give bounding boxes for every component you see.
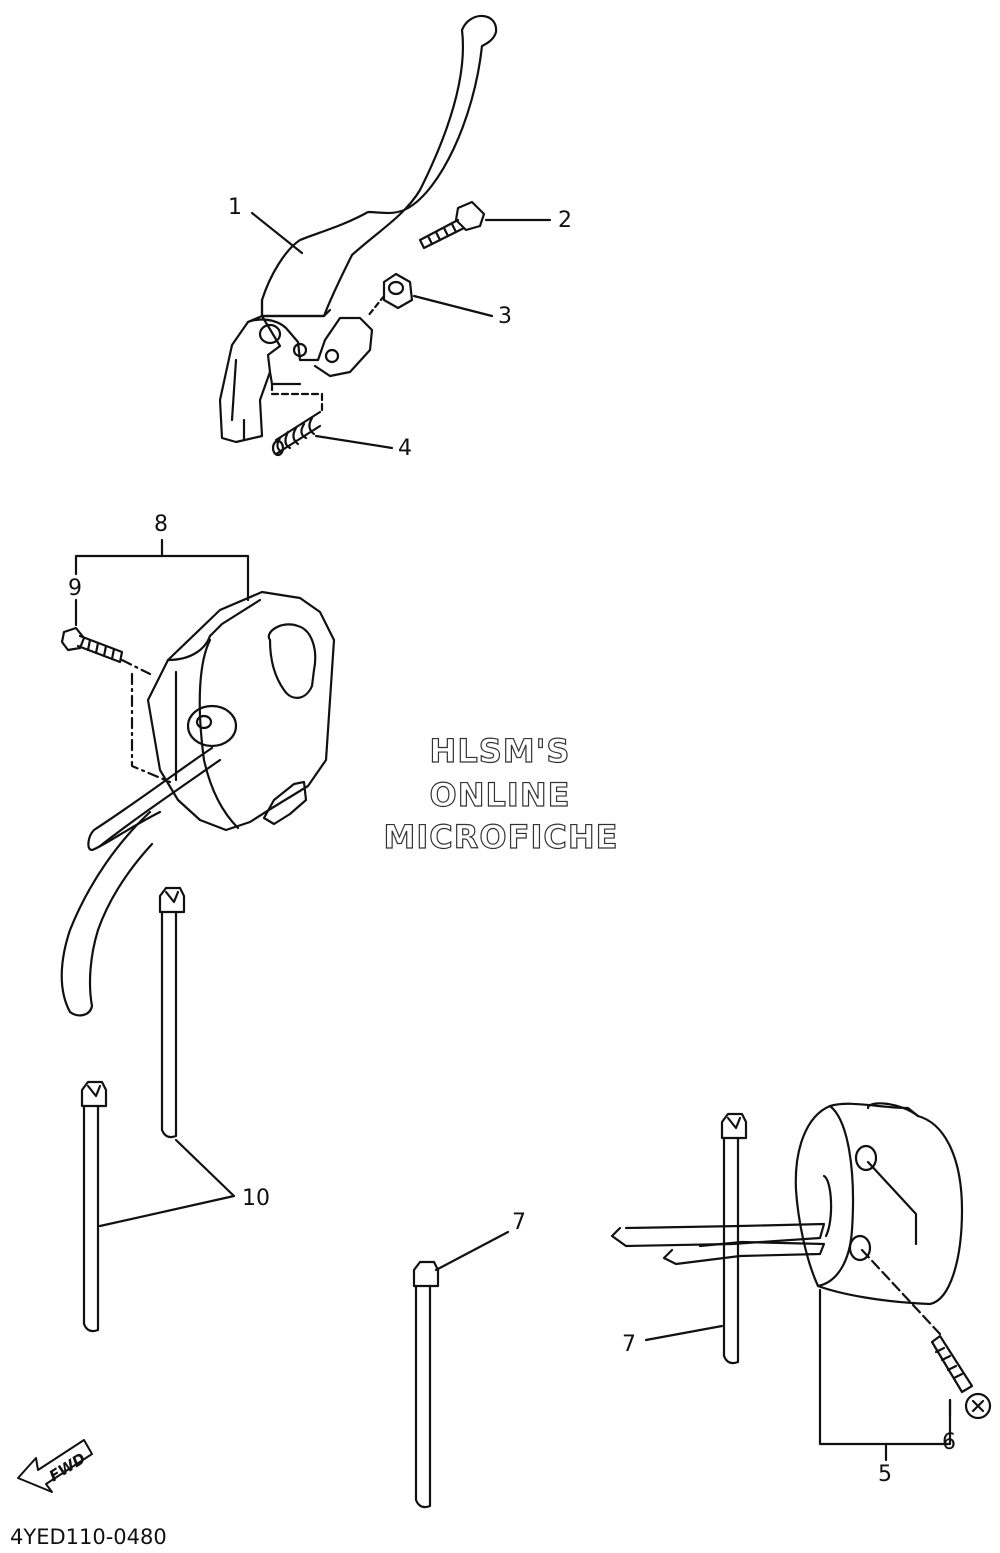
pivot-bolt — [418, 200, 486, 250]
cable-tie-10-lower — [80, 1080, 108, 1333]
watermark-line-2: ONLINE — [429, 775, 571, 814]
callout-10: 10 — [242, 1186, 270, 1211]
callout-8: 8 — [154, 512, 168, 537]
leader-line — [270, 382, 324, 412]
clutch-lever — [218, 14, 498, 444]
leader-line — [644, 1324, 724, 1342]
switch-screw — [60, 626, 124, 664]
cable-tie-7-right — [720, 1112, 748, 1365]
watermark-line-1: HLSM'S — [429, 731, 571, 770]
leader-line — [866, 1160, 918, 1246]
callout-7-center: 7 — [512, 1210, 526, 1235]
callout-7-right: 7 — [622, 1332, 636, 1357]
callout-5: 5 — [878, 1462, 892, 1487]
cable-tie-7-center — [412, 1260, 440, 1509]
leader-line — [366, 294, 386, 318]
fwd-arrow-icon: FWD — [17, 1439, 93, 1493]
leader-line — [412, 294, 494, 318]
leader-line — [434, 1230, 510, 1272]
callout-4: 4 — [398, 436, 412, 461]
right-handlebar-switch — [610, 1102, 964, 1306]
switch-screw-6 — [860, 1248, 992, 1420]
left-handlebar-switch — [60, 590, 336, 1017]
callout-1: 1 — [228, 195, 242, 220]
diagram-code: 4YED110-0480 — [10, 1525, 167, 1549]
callout-3: 3 — [498, 304, 512, 329]
watermark-line-3: MICROFICHE — [383, 817, 619, 856]
pivot-nut — [382, 272, 414, 310]
leader-line — [98, 1138, 236, 1228]
bracket-8 — [74, 554, 250, 602]
leader-line — [314, 434, 394, 450]
cable-tie-10-upper — [158, 886, 186, 1139]
lever-spring — [271, 410, 322, 457]
leader-line — [120, 658, 172, 784]
leader-line — [250, 211, 304, 255]
callout-6: 6 — [942, 1430, 956, 1455]
fwd-label: FWD — [46, 1449, 89, 1485]
leader-line — [818, 1288, 952, 1446]
callout-9: 9 — [68, 576, 82, 601]
callout-2: 2 — [558, 208, 572, 233]
